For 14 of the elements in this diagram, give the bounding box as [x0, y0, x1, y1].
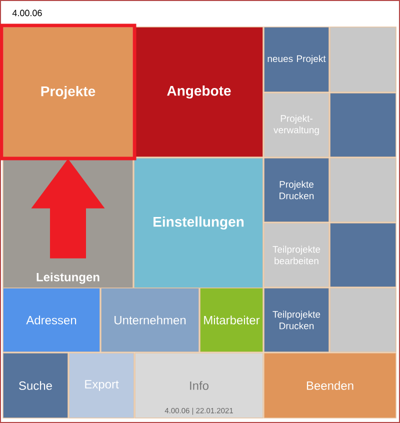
tile-label: Leistungen [36, 272, 100, 284]
menu-tile: Projekte Drucken [264, 158, 330, 222]
menu-tile: Suche [2, 352, 68, 418]
menu-tile: Beenden [264, 352, 396, 418]
menu-tile: Teilprojekte Drucken [264, 288, 330, 352]
menu-tile: Adressen [2, 288, 100, 352]
menu-tile: neues Projekt [264, 26, 330, 92]
menu-tile: Unternehmen [100, 288, 200, 352]
menu-tile: Mitarbeiter [200, 288, 264, 352]
menu-tile: Einstellungen [134, 158, 264, 288]
menu-tile: Projekte [2, 26, 134, 158]
menu-tile: Export [68, 352, 134, 418]
menu-tile: Angebote [134, 26, 264, 158]
title-text: 4.00.06 [12, 10, 42, 16]
